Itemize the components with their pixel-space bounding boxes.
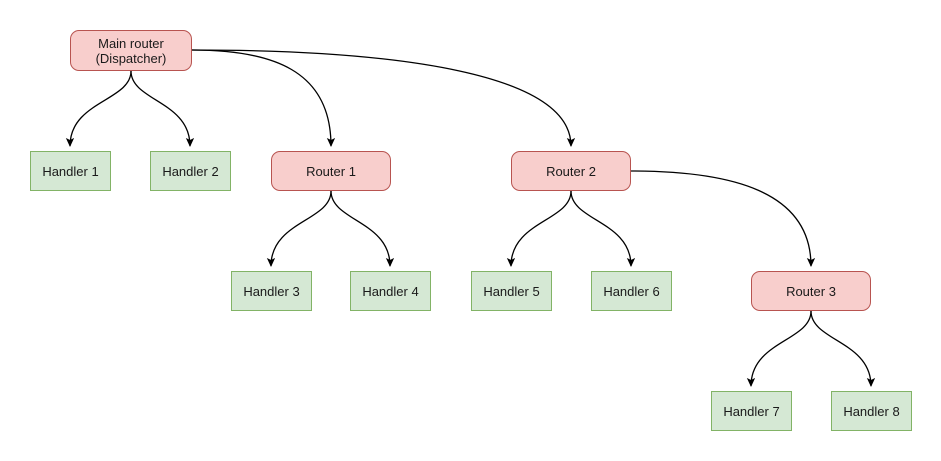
node-handler-2[interactable]: Handler 2 <box>150 151 231 191</box>
node-label-handler-1: Handler 1 <box>42 163 99 179</box>
node-label-handler-3: Handler 3 <box>243 283 300 299</box>
node-main-router[interactable]: Main router (Dispatcher) <box>70 30 192 71</box>
node-handler-4[interactable]: Handler 4 <box>350 271 431 311</box>
edge-router-1-to-handler-3 <box>266 190 332 268</box>
node-label-handler-8: Handler 8 <box>843 403 900 419</box>
edge-router-2-to-router-3 <box>630 170 816 268</box>
node-label-router-1: Router 1 <box>306 163 356 179</box>
node-label-handler-4: Handler 4 <box>362 283 419 299</box>
node-handler-3[interactable]: Handler 3 <box>231 271 312 311</box>
node-handler-5[interactable]: Handler 5 <box>471 271 552 311</box>
edge-main-to-router-1 <box>191 49 336 148</box>
edge-main-to-handler-1 <box>65 70 132 148</box>
edge-main-to-router-2 <box>191 49 576 148</box>
node-handler-8[interactable]: Handler 8 <box>831 391 912 431</box>
node-handler-1[interactable]: Handler 1 <box>30 151 111 191</box>
node-label-main-router: Main router (Dispatcher) <box>95 35 167 66</box>
node-router-1[interactable]: Router 1 <box>271 151 391 191</box>
edge-router-1-to-handler-4 <box>330 190 395 268</box>
node-label-handler-7: Handler 7 <box>723 403 780 419</box>
edge-main-to-handler-2 <box>130 70 195 148</box>
edge-router-3-to-handler-8 <box>810 310 876 388</box>
node-label-handler-5: Handler 5 <box>483 283 540 299</box>
edge-router-2-to-handler-6 <box>570 190 636 268</box>
edge-router-2-to-handler-5 <box>506 190 572 268</box>
node-router-3[interactable]: Router 3 <box>751 271 871 311</box>
node-label-router-3: Router 3 <box>786 283 836 299</box>
node-label-handler-2: Handler 2 <box>162 163 219 179</box>
edge-router-3-to-handler-7 <box>746 310 812 388</box>
node-handler-6[interactable]: Handler 6 <box>591 271 672 311</box>
node-handler-7[interactable]: Handler 7 <box>711 391 792 431</box>
node-label-router-2: Router 2 <box>546 163 596 179</box>
node-label-handler-6: Handler 6 <box>603 283 660 299</box>
node-router-2[interactable]: Router 2 <box>511 151 631 191</box>
